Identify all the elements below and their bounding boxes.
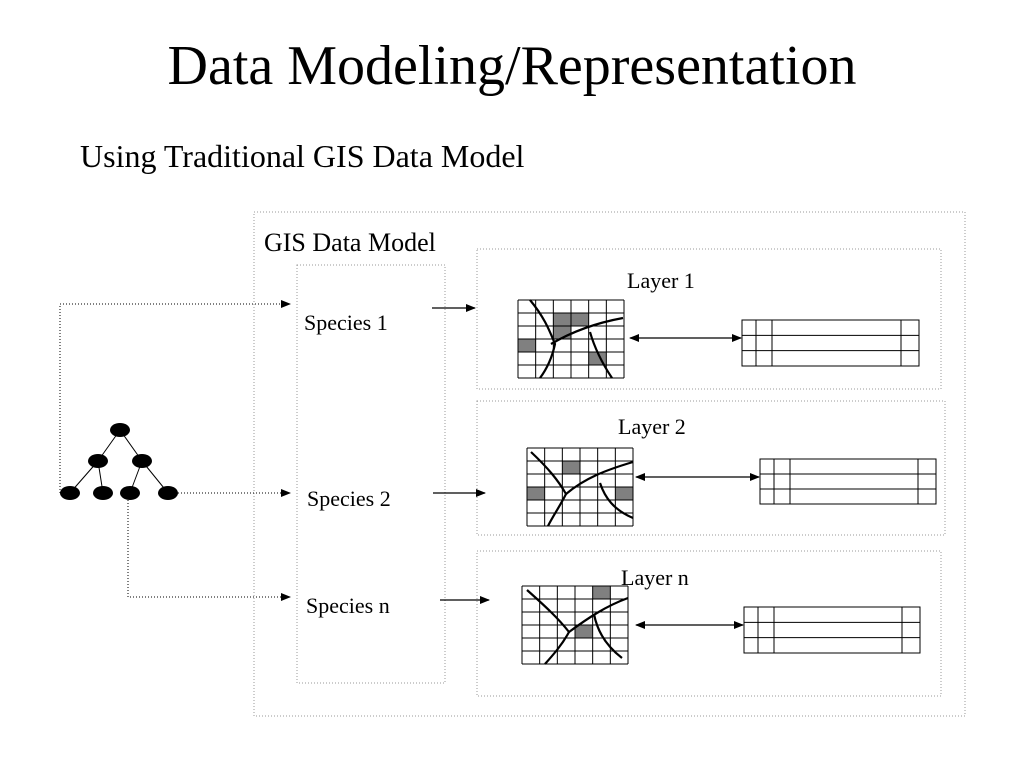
layer-frame-n [476, 550, 942, 697]
attribute-table-1 [741, 319, 920, 367]
tree-node [132, 454, 152, 468]
shaded-cell [571, 313, 589, 326]
shaded-cell [592, 586, 611, 599]
layer-label-2: Layer 2 [618, 414, 686, 439]
shaded-cell [575, 625, 593, 638]
layer-label-n: Layer n [621, 565, 689, 590]
species-column-frame [296, 264, 446, 684]
tree-to-species-n-connector [127, 500, 291, 601]
feature-line [592, 613, 623, 659]
feature-line [529, 299, 557, 379]
feature-line [526, 589, 571, 665]
tree-leaf [158, 486, 178, 500]
tree-node [110, 423, 130, 437]
slide-title: Data Modeling/Representation [167, 35, 857, 97]
tree-leaf [60, 486, 80, 500]
layer-label-1: Layer 1 [627, 268, 695, 293]
tree-leaf [120, 486, 140, 500]
raster-grid-n [521, 585, 629, 665]
layer-frame-1 [476, 248, 942, 390]
feature-line [598, 482, 634, 520]
feature-line [568, 596, 629, 633]
tree-node [88, 454, 108, 468]
shaded-cell [527, 487, 545, 500]
attribute-table-n [743, 606, 921, 654]
feature-line [588, 331, 613, 379]
attribute-table-2 [759, 458, 937, 505]
gis-model-frame [253, 211, 966, 717]
species-label-2: Species 2 [307, 486, 391, 511]
shaded-cell [562, 461, 580, 474]
shaded-cell [518, 339, 536, 352]
slide-subtitle: Using Traditional GIS Data Model [80, 138, 525, 174]
phylogenetic-tree [60, 423, 178, 500]
tree-to-species-1-connector [59, 300, 291, 493]
gis-model-label: GIS Data Model [264, 228, 436, 257]
layer-frame-2 [476, 400, 946, 536]
shaded-cell [553, 313, 571, 326]
shaded-cell [615, 487, 633, 500]
feature-line [550, 316, 624, 345]
raster-grid-1 [517, 299, 625, 379]
feature-line [565, 460, 634, 495]
species-label-n: Species n [306, 593, 390, 618]
species-label-1: Species 1 [304, 310, 388, 335]
raster-grid-2 [526, 447, 634, 527]
tree-leaf [93, 486, 113, 500]
